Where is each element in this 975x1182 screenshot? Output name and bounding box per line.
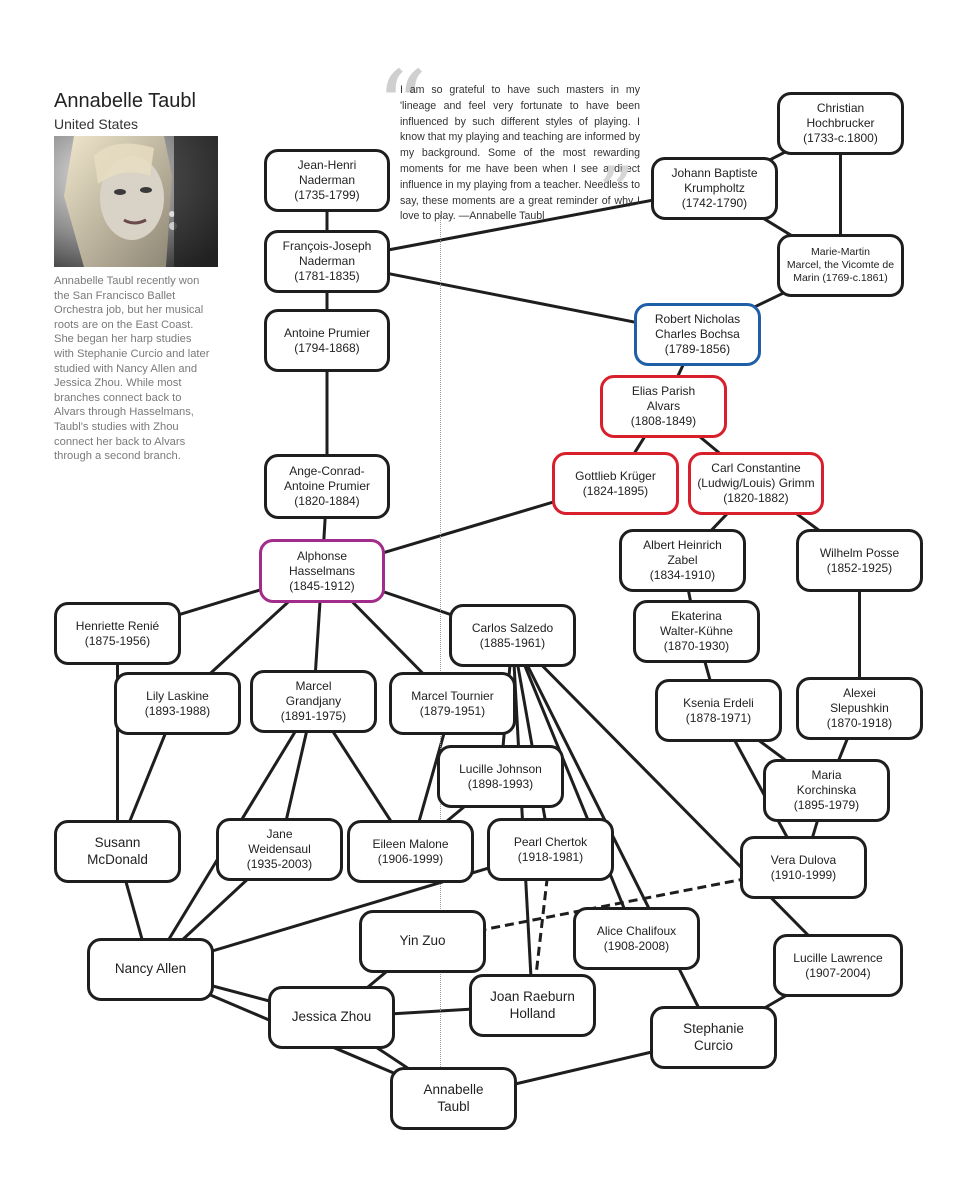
profile-photo	[54, 136, 218, 267]
edge-naderman_fj-krumpholtz	[326, 187, 715, 263]
node-chalifoux: Alice Chalifoux (1908-2008)	[573, 907, 700, 970]
node-label: Alice Chalifoux (1908-2008)	[596, 923, 677, 953]
edge-salzedo-chalifoux	[511, 634, 638, 940]
node-label: Robert Nicholas Charles Bochsa (1789-185…	[654, 312, 741, 356]
node-label: Albert Heinrich Zabel (1834-1910)	[643, 538, 722, 582]
node-walter-kuhne: Ekaterina Walter-Kühne (1870-1930)	[633, 600, 760, 663]
node-label: Elias Parish Alvars (1808-1849)	[630, 384, 697, 428]
node-label: Joan Raeburn Holland	[490, 988, 575, 1021]
node-zhou: Jessica Zhou	[268, 986, 395, 1049]
profile-name: Annabelle Taubl	[54, 90, 196, 112]
node-alvars: Elias Parish Alvars (1808-1849)	[600, 375, 727, 438]
node-grandjany: Marcel Grandjany (1891-1975)	[250, 670, 377, 733]
node-dulova: Vera Dulova (1910-1999)	[740, 836, 867, 899]
node-label: Antoine Prumier (1794-1868)	[283, 325, 371, 355]
node-label: Lucille Johnson (1898-1993)	[459, 761, 542, 791]
node-renie: Henriette Renié (1875-1956)	[54, 602, 181, 665]
quote-close-mark: ”	[598, 152, 634, 234]
node-label: Ekaterina Walter-Kühne (1870-1930)	[660, 609, 733, 653]
node-label: Wilhelm Posse (1852-1925)	[819, 545, 900, 575]
node-tournier: Marcel Tournier (1879-1951)	[389, 672, 516, 735]
node-label: Gottlieb Krüger (1824-1895)	[575, 468, 656, 498]
edge-salzedo-chertok	[511, 635, 552, 850]
node-weidensaul: Jane Weidensaul (1935-2003)	[216, 818, 343, 881]
node-salzedo: Carlos Salzedo (1885-1961)	[449, 604, 576, 667]
node-label: Jane Weidensaul (1935-2003)	[246, 827, 313, 871]
node-label: Vera Dulova (1910-1999)	[770, 852, 837, 882]
node-label: Alexei Slepushkin (1870-1918)	[826, 686, 893, 730]
node-label: François-Joseph Naderman (1781-1835)	[282, 239, 372, 283]
node-chertok: Pearl Chertok (1918-1981)	[487, 818, 614, 881]
node-label: Maria Korchinska (1895-1979)	[793, 768, 860, 812]
edge-chertok-allen	[150, 848, 551, 971]
node-label: Henriette Renié (1875-1956)	[75, 618, 160, 648]
node-naderman-jean-henri: Jean-Henri Naderman (1735-1799)	[264, 149, 390, 212]
quote-open-mark: “	[376, 49, 428, 166]
quote-text: I am so grateful to have such masters in…	[400, 84, 640, 223]
node-laskine: Lily Laskine (1893-1988)	[114, 672, 241, 735]
node-label: Carlos Salzedo (1885-1961)	[471, 620, 554, 650]
node-label: Susann McDonald	[87, 834, 148, 867]
node-label: Yin Zuo	[399, 933, 446, 949]
node-label: Lucille Lawrence (1907-2004)	[793, 950, 883, 980]
node-label: Pearl Chertok (1918-1981)	[513, 834, 588, 864]
node-label: Lily Laskine (1893-1988)	[144, 688, 211, 718]
node-holland: Joan Raeburn Holland	[469, 974, 596, 1037]
node-label: Marcel Tournier (1879-1951)	[411, 688, 494, 718]
node-mcdonald: Susann McDonald	[54, 820, 181, 883]
dotted-guide-line	[440, 215, 441, 1125]
node-label: Marcel Grandjany (1891-1975)	[280, 679, 347, 723]
node-label: Ange-Conrad- Antoine Prumier (1820-1884)	[283, 464, 371, 508]
node-korchinska: Maria Korchinska (1895-1979)	[763, 759, 890, 822]
node-label: Johann Baptiste Krumpholtz (1742-1790)	[671, 166, 758, 210]
node-label: Annabelle Taubl	[423, 1081, 484, 1114]
node-erdeli: Ksenia Erdeli (1878-1971)	[655, 679, 782, 742]
node-slepushkin: Alexei Slepushkin (1870-1918)	[796, 677, 923, 740]
node-allen: Nancy Allen	[87, 938, 214, 1001]
node-curcio: Stephanie Curcio	[650, 1006, 777, 1069]
node-hasselmans: Alphonse Hasselmans (1845-1912)	[259, 539, 385, 603]
node-prumier-antoine: Antoine Prumier (1794-1868)	[264, 309, 390, 372]
node-johnson: Lucille Johnson (1898-1993)	[437, 745, 564, 808]
node-label: Carl Constantine (Ludwig/Louis) Grimm (1…	[697, 461, 815, 505]
profile-bio: Annabelle Taubl recently won the San Fra…	[54, 275, 210, 463]
node-label: Jessica Zhou	[291, 1009, 372, 1025]
node-zabel: Albert Heinrich Zabel (1834-1910)	[619, 529, 746, 592]
node-label: Stephanie Curcio	[683, 1020, 744, 1053]
node-posse: Wilhelm Posse (1852-1925)	[796, 529, 923, 592]
node-prumier-ange-conrad: Ange-Conrad- Antoine Prumier (1820-1884)	[264, 454, 390, 519]
node-bochsa: Robert Nicholas Charles Bochsa (1789-185…	[634, 303, 761, 366]
node-label: Ksenia Erdeli (1878-1971)	[683, 695, 754, 725]
node-grimm: Carl Constantine (Ludwig/Louis) Grimm (1…	[688, 452, 824, 515]
node-zuo: Yin Zuo	[359, 910, 486, 973]
node-krumpholtz: Johann Baptiste Krumpholtz (1742-1790)	[651, 157, 778, 220]
node-label: Jean-Henri Naderman (1735-1799)	[294, 158, 360, 202]
node-label: Christian Hochbrucker (1733-c.1800)	[803, 101, 878, 145]
edge-salzedo-lawrence	[511, 634, 840, 967]
profile-country: United States	[54, 116, 139, 132]
node-label: Nancy Allen	[114, 961, 187, 977]
node-label: Alphonse Hasselmans (1845-1912)	[288, 548, 356, 593]
node-marcel-vicomte: Marie-Martin Marcel, the Vicomte de Mari…	[777, 234, 904, 297]
node-label: Marie-Martin Marcel, the Vicomte de Mari…	[786, 245, 895, 285]
node-naderman-francois-joseph: François-Joseph Naderman (1781-1835)	[264, 230, 390, 293]
node-label: Eileen Malone (1906-1999)	[372, 836, 449, 866]
node-lawrence: Lucille Lawrence (1907-2004)	[773, 934, 903, 997]
node-malone: Eileen Malone (1906-1999)	[347, 820, 474, 883]
node-taubl: Annabelle Taubl	[390, 1067, 517, 1130]
node-hochbrucker: Christian Hochbrucker (1733-c.1800)	[777, 92, 904, 155]
node-kruger: Gottlieb Krüger (1824-1895)	[552, 452, 679, 515]
